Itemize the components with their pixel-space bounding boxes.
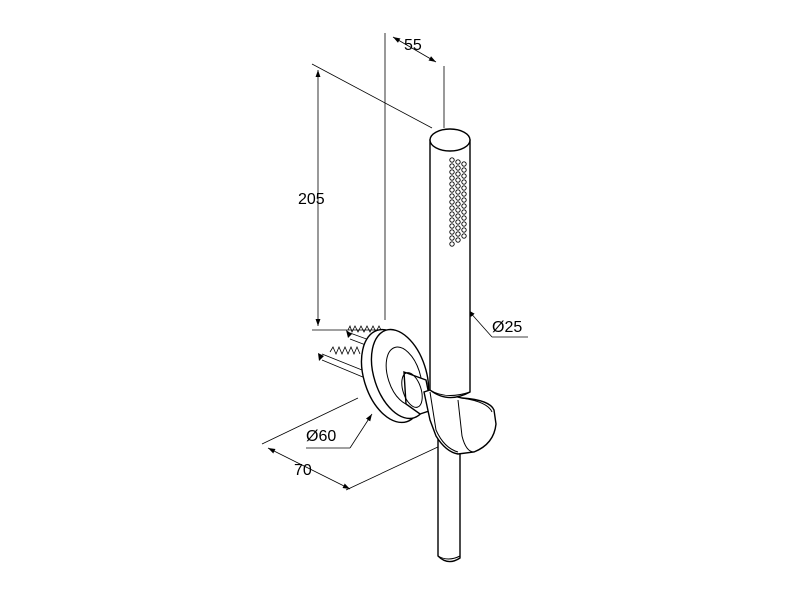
nozzle-dot xyxy=(449,181,455,187)
nozzle-dot xyxy=(455,207,461,213)
nozzle-dot xyxy=(449,169,455,175)
nozzle-dot xyxy=(449,175,455,181)
nozzle-dot xyxy=(455,189,461,195)
dimension-70: 70 xyxy=(261,397,441,491)
nozzle-dot xyxy=(455,219,461,225)
nozzle-dot xyxy=(455,195,461,201)
nozzle-dot xyxy=(461,197,467,203)
nozzle-dot xyxy=(461,215,467,221)
dimension-d60: Ø60 xyxy=(306,413,373,449)
nozzle-dot xyxy=(449,157,455,163)
nozzle-dot xyxy=(449,241,455,247)
nozzle-dot xyxy=(449,187,455,193)
dimension-d25-label: Ø25 xyxy=(492,319,522,336)
nozzle-dot xyxy=(461,227,467,233)
nozzle-dot xyxy=(449,229,455,235)
nozzle-dot xyxy=(449,205,455,211)
nozzle-dot xyxy=(449,223,455,229)
nozzle-dot xyxy=(461,179,467,185)
nozzle-dot xyxy=(461,167,467,173)
nozzle-dot xyxy=(449,199,455,205)
nozzle-dot xyxy=(455,225,461,231)
nozzle-dot xyxy=(449,163,455,169)
nozzle-dot xyxy=(449,235,455,241)
nozzle-dot xyxy=(461,233,467,239)
hose-pipe xyxy=(437,439,461,563)
nozzle-dot xyxy=(461,161,467,167)
nozzle-dot xyxy=(461,221,467,227)
dimension-d60-label: Ø60 xyxy=(306,428,336,445)
nozzle-dot xyxy=(455,231,461,237)
dimension-55-label: 55 xyxy=(404,37,422,54)
nozzle-dot xyxy=(449,211,455,217)
nozzle-dot xyxy=(461,209,467,215)
nozzle-dot xyxy=(461,203,467,209)
spray-nozzles xyxy=(449,157,467,247)
connector-neck xyxy=(401,370,433,415)
nozzle-dot xyxy=(461,185,467,191)
nozzle-dot xyxy=(461,191,467,197)
dimension-d25: Ø25 xyxy=(467,309,528,338)
dimension-205-label: 205 xyxy=(298,191,325,208)
nozzle-dot xyxy=(455,201,461,207)
nozzle-dot xyxy=(449,217,455,223)
nozzle-dot xyxy=(455,159,461,165)
nozzle-dot xyxy=(455,213,461,219)
nozzle-dot xyxy=(455,237,461,243)
nozzle-dot xyxy=(455,177,461,183)
nozzle-dot xyxy=(455,183,461,189)
nozzle-dot xyxy=(455,165,461,171)
dimension-205: 205 xyxy=(298,63,433,331)
shower-head-top xyxy=(429,128,471,152)
holder-bracket xyxy=(423,389,497,455)
dimension-70-label: 70 xyxy=(294,462,312,479)
nozzle-dot xyxy=(455,171,461,177)
dimension-55: 55 xyxy=(384,33,445,320)
nozzle-dot xyxy=(461,173,467,179)
nozzle-dot xyxy=(449,193,455,199)
